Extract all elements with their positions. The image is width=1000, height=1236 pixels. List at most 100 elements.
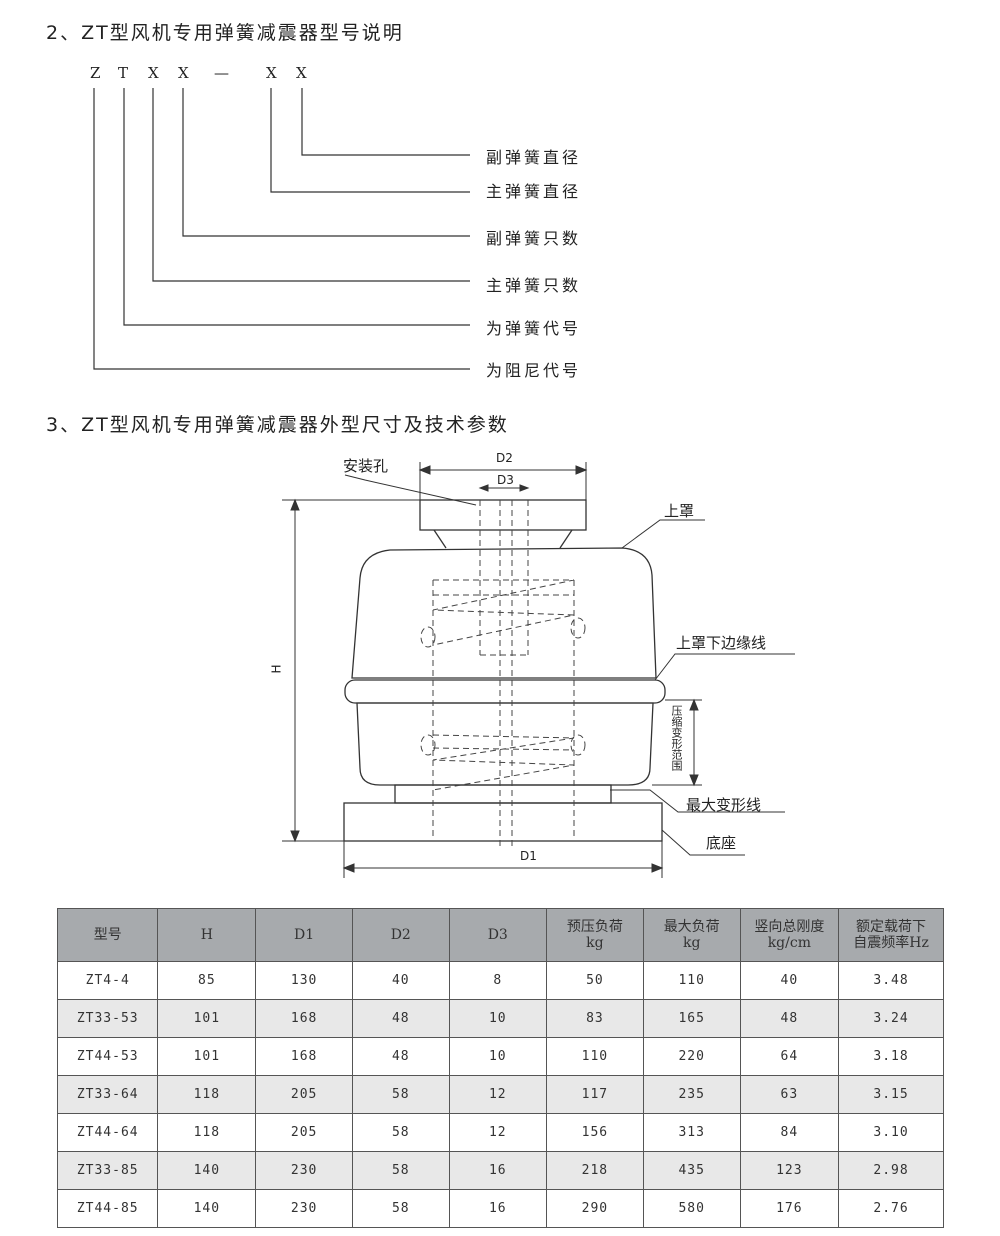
col-header-preload: 预压负荷 kg: [546, 908, 644, 962]
label-cover-edge: 上罩下边缘线: [676, 634, 767, 652]
table-cell: 2.76: [838, 1189, 944, 1228]
table-cell: 3.48: [838, 961, 944, 1000]
table-cell: 101: [157, 999, 257, 1038]
col-header-stiffness-line2: kg/cm: [767, 935, 811, 951]
col-header-h: H: [157, 908, 257, 962]
table-cell: 290: [546, 1189, 644, 1228]
table-cell: 117: [546, 1075, 644, 1114]
table-cell: 3.15: [838, 1075, 944, 1114]
table-cell: 313: [642, 1113, 741, 1152]
table-cell: ZT44-64: [56, 1113, 159, 1152]
col-header-preload-line1: 预压负荷: [566, 919, 623, 935]
col-header-frequency: 额定载荷下 自震频率Hz: [838, 908, 944, 962]
table-cell: 218: [546, 1151, 644, 1190]
table-cell: 50: [546, 961, 644, 1000]
label-h: H: [269, 664, 284, 674]
dimension-lines: [282, 462, 702, 878]
col-header-max-load: 最大负荷 kg: [642, 908, 741, 962]
table-cell: 123: [739, 1151, 840, 1190]
table-cell: 64: [739, 1037, 840, 1076]
table-cell: 110: [546, 1037, 644, 1076]
table-cell: 3.10: [838, 1113, 944, 1152]
table-cell: 156: [546, 1113, 644, 1152]
table-cell: 220: [642, 1037, 741, 1076]
table-cell: 48: [739, 999, 840, 1038]
table-cell: 48: [352, 1037, 450, 1076]
col-header-stiffness-line1: 竖向总刚度: [754, 919, 825, 935]
label-compress-range: 压缩变形范围: [670, 705, 683, 771]
table-cell: 58: [352, 1113, 450, 1152]
desc-damping-code: 为阻尼代号: [486, 361, 582, 380]
desc-sub-spring-diameter: 副弹簧直径: [486, 148, 582, 167]
model-code-leader-lines: [93, 88, 470, 370]
table-cell: 85: [157, 961, 257, 1000]
table-cell: 10: [448, 999, 548, 1038]
table-cell: 205: [255, 1113, 354, 1152]
label-d2: D2: [496, 451, 513, 465]
col-header-preload-line2: kg: [586, 935, 604, 951]
table-cell: 168: [255, 1037, 354, 1076]
table-cell: 63: [739, 1075, 840, 1114]
col-header-d3: D3: [448, 908, 548, 962]
code-letter-dash: —: [214, 64, 229, 82]
table-cell: 2.98: [838, 1151, 944, 1190]
table-cell: 110: [642, 961, 741, 1000]
section-2-title: 2、ZT型风机专用弹簧减震器型号说明: [46, 22, 404, 44]
code-letter-t: T: [118, 64, 129, 82]
table-cell: ZT33-64: [56, 1075, 159, 1114]
table-cell: 58: [352, 1151, 450, 1190]
code-letter-x3: X: [266, 64, 277, 82]
code-letter-x2: X: [178, 64, 189, 82]
desc-spring-code: 为弹簧代号: [486, 319, 582, 338]
line-drawings: [93, 88, 795, 878]
table-cell: 40: [739, 961, 840, 1000]
hidden-lines: [420, 500, 586, 850]
code-letter-x1: X: [148, 64, 159, 82]
table-cell: 16: [448, 1151, 548, 1190]
table-cell: ZT4-4: [56, 961, 159, 1000]
table-cell: 8: [448, 961, 548, 1000]
col-header-max-load-line2: kg: [682, 935, 701, 951]
table-cell: 83: [546, 999, 644, 1038]
desc-main-spring-diameter: 主弹簧直径: [486, 182, 582, 201]
table-header-row: 型号 H D1 D2 D3 预压负荷 kg 最大负荷 kg 竖向总刚度 kg/c…: [56, 908, 944, 962]
label-top-cover: 上罩: [664, 502, 695, 520]
label-base: 底座: [706, 834, 737, 852]
col-header-model: 型号: [56, 908, 159, 962]
desc-sub-spring-count: 副弹簧只数: [486, 229, 582, 248]
col-header-frequency-line1: 额定载荷下: [856, 919, 927, 935]
table-cell: 58: [352, 1189, 450, 1228]
spec-table: 型号 H D1 D2 D3 预压负荷 kg 最大负荷 kg 竖向总刚度 kg/c…: [56, 908, 944, 1228]
table-cell: 118: [157, 1113, 257, 1152]
label-max-deform: 最大变形线: [686, 796, 762, 814]
damper-drawing: [343, 499, 666, 842]
label-install-hole: 安装孔: [343, 457, 389, 475]
section-3-title: 3、ZT型风机专用弹簧减震器外型尺寸及技术参数: [46, 414, 509, 436]
table-cell: 10: [448, 1037, 548, 1076]
col-header-d1: D1: [255, 908, 354, 962]
table-cell: 435: [642, 1151, 741, 1190]
table-cell: 12: [448, 1075, 548, 1114]
table-cell: ZT33-85: [56, 1151, 159, 1190]
table-cell: 230: [255, 1189, 354, 1228]
col-header-stiffness: 竖向总刚度 kg/cm: [739, 908, 840, 962]
table-cell: 16: [448, 1189, 548, 1228]
code-letter-z: Z: [90, 64, 101, 82]
table-cell: 58: [352, 1075, 450, 1114]
callout-leaders: [344, 474, 795, 856]
label-d1: D1: [520, 849, 537, 863]
label-d3: D3: [497, 473, 514, 487]
table-cell: ZT33-53: [56, 999, 159, 1038]
table-cell: 48: [352, 999, 450, 1038]
table-cell: 580: [642, 1189, 741, 1228]
col-header-frequency-line2: 自震频率Hz: [853, 935, 929, 951]
table-cell: 12: [448, 1113, 548, 1152]
